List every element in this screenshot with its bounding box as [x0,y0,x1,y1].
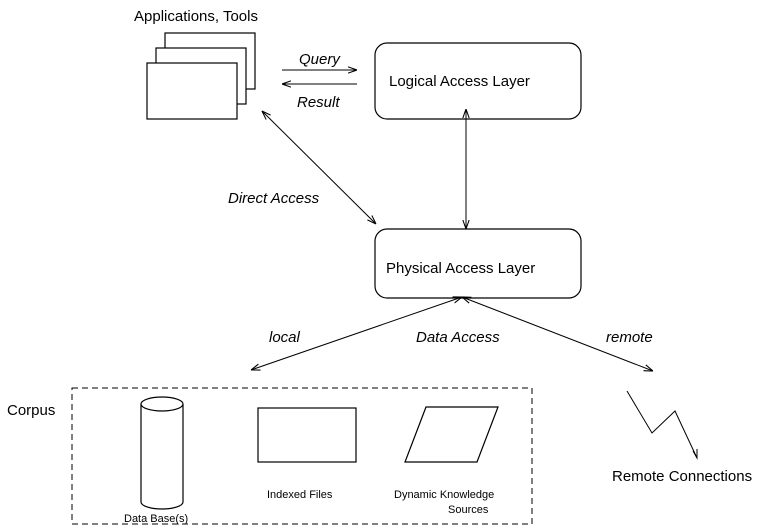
physical-access-layer-label: Physical Access Layer [386,260,536,277]
dynamic-sources-icon [404,406,499,463]
dynamic-sources-label-line1: Dynamic Knowledge [394,489,495,501]
logical-access-layer-box [374,42,582,120]
remote-label: remote [606,329,653,346]
database-cylinder-icon [140,396,184,510]
applications-stack [146,32,256,120]
indexed-files-icon [257,407,357,463]
local-label: local [269,329,300,346]
dynamic-sources-label-line2: Sources [448,504,489,516]
corpus-label: Corpus [7,402,56,419]
direct-access-label: Direct Access [228,190,320,207]
remote-connections-label: Remote Connections [612,468,753,485]
remote-arrow [462,297,653,371]
query-label: Query [299,51,340,68]
logical-access-layer-label: Logical Access Layer [389,73,530,90]
result-label: Result [297,94,340,111]
databases-label: Data Base(s) [124,513,189,525]
corpus-box [71,387,533,525]
local-arrow [251,297,462,370]
direct-access-arrow [262,111,376,224]
applications-label: Applications, Tools [134,8,258,25]
indexed-files-label: Indexed Files [267,489,333,501]
remote-connection-icon [626,390,698,459]
data-access-label: Data Access [416,329,500,346]
